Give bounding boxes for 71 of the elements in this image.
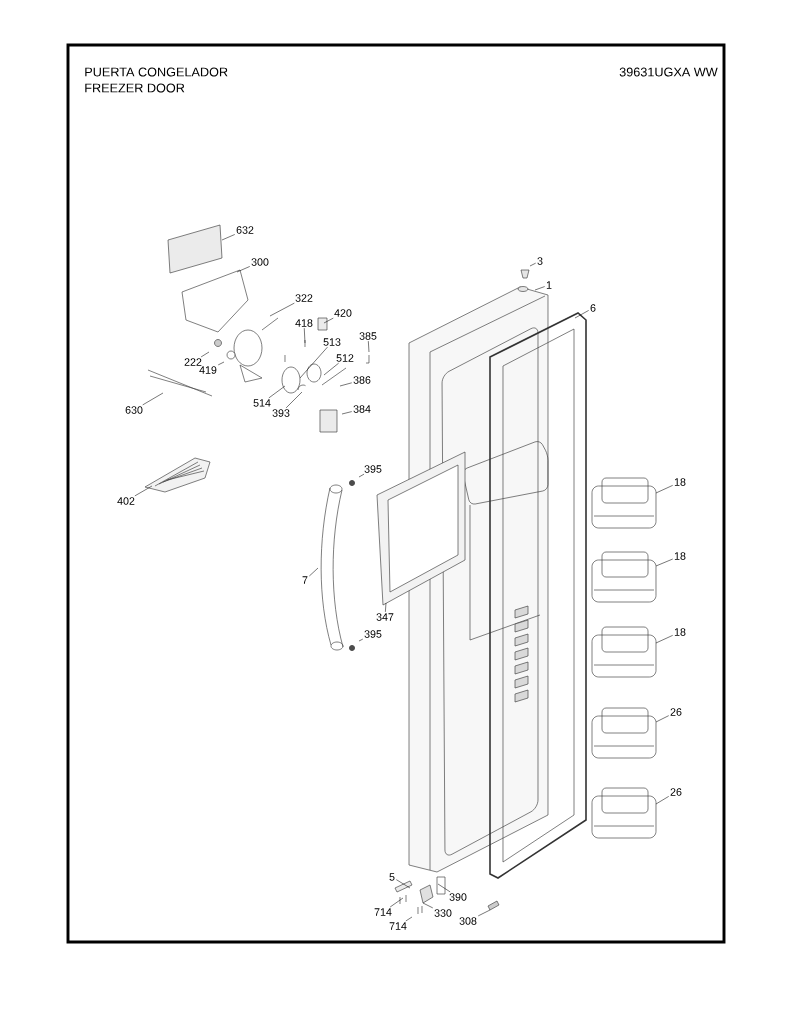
leader-line	[422, 902, 434, 909]
leader-line	[385, 602, 387, 613]
callout-number: 347	[376, 613, 394, 621]
leader-line	[142, 392, 164, 406]
callout-number: 512	[336, 354, 354, 362]
leader-line	[268, 385, 286, 399]
callout-number: 385	[359, 332, 377, 340]
callout-number: 18	[674, 552, 686, 560]
leader-line	[358, 638, 364, 642]
header-text: 39631UGXA WW	[619, 67, 718, 77]
callout-number: 330	[434, 909, 452, 917]
callout-number: 630	[125, 406, 143, 414]
leader-line	[529, 262, 536, 267]
callout-number: 3	[537, 257, 543, 265]
leader-line	[339, 382, 353, 387]
callout-number: 1	[546, 281, 552, 289]
callout-number: 714	[389, 922, 407, 930]
leader-line	[405, 916, 413, 922]
callout-number: 420	[334, 309, 352, 317]
leader-line	[477, 909, 491, 917]
leader-line	[574, 310, 589, 319]
leader-line	[236, 266, 251, 273]
leader-line	[437, 883, 451, 893]
leader-line	[134, 485, 153, 497]
leader-line	[323, 362, 339, 376]
callout-number: 322	[295, 294, 313, 302]
leader-line	[655, 796, 669, 805]
callout-number: 513	[323, 338, 341, 346]
callout-number: 393	[272, 409, 290, 417]
leader-line	[358, 473, 365, 478]
callout-number: 395	[364, 465, 382, 473]
leader-line	[269, 302, 295, 317]
callout-number: 384	[353, 405, 371, 413]
header-text: PUERTA CONGELADOR	[85, 67, 228, 77]
callout-number: 514	[253, 399, 271, 407]
leader-line	[304, 327, 306, 344]
callout-number: 386	[353, 376, 371, 384]
leader-line	[217, 361, 225, 366]
leader-line	[323, 317, 334, 324]
callout-number: 308	[459, 917, 477, 925]
callout-number: 390	[449, 893, 467, 901]
leader-line	[299, 346, 328, 379]
callout-number: 418	[295, 319, 313, 327]
leader-line	[396, 879, 411, 889]
leader-line	[368, 340, 370, 353]
callout-number: 18	[674, 628, 686, 636]
leader-line	[534, 286, 545, 291]
leader-line	[200, 351, 210, 358]
callout-number: 222	[184, 358, 202, 366]
leader-line	[655, 558, 673, 567]
callout-number: 300	[251, 258, 269, 266]
leader-line	[655, 485, 673, 494]
callout-number: 632	[236, 226, 254, 234]
callout-number: 7	[302, 576, 308, 584]
leader-line	[655, 635, 673, 644]
callout-number: 402	[117, 497, 135, 505]
callout-number: 5	[389, 873, 395, 881]
leader-line	[389, 897, 404, 908]
callout-number: 714	[374, 908, 392, 916]
leader-line	[341, 411, 353, 415]
callout-number: 419	[199, 366, 217, 374]
leader-line	[655, 715, 669, 723]
leader-line	[309, 567, 319, 577]
callout-number: 395	[364, 630, 382, 638]
callout-number: 26	[670, 788, 682, 796]
callout-number: 18	[674, 478, 686, 486]
callout-number: 26	[670, 708, 682, 716]
leader-line	[221, 234, 236, 241]
callout-number: 6	[590, 304, 596, 312]
leader-line	[285, 391, 303, 409]
header-text: FREEZER DOOR	[85, 83, 185, 93]
